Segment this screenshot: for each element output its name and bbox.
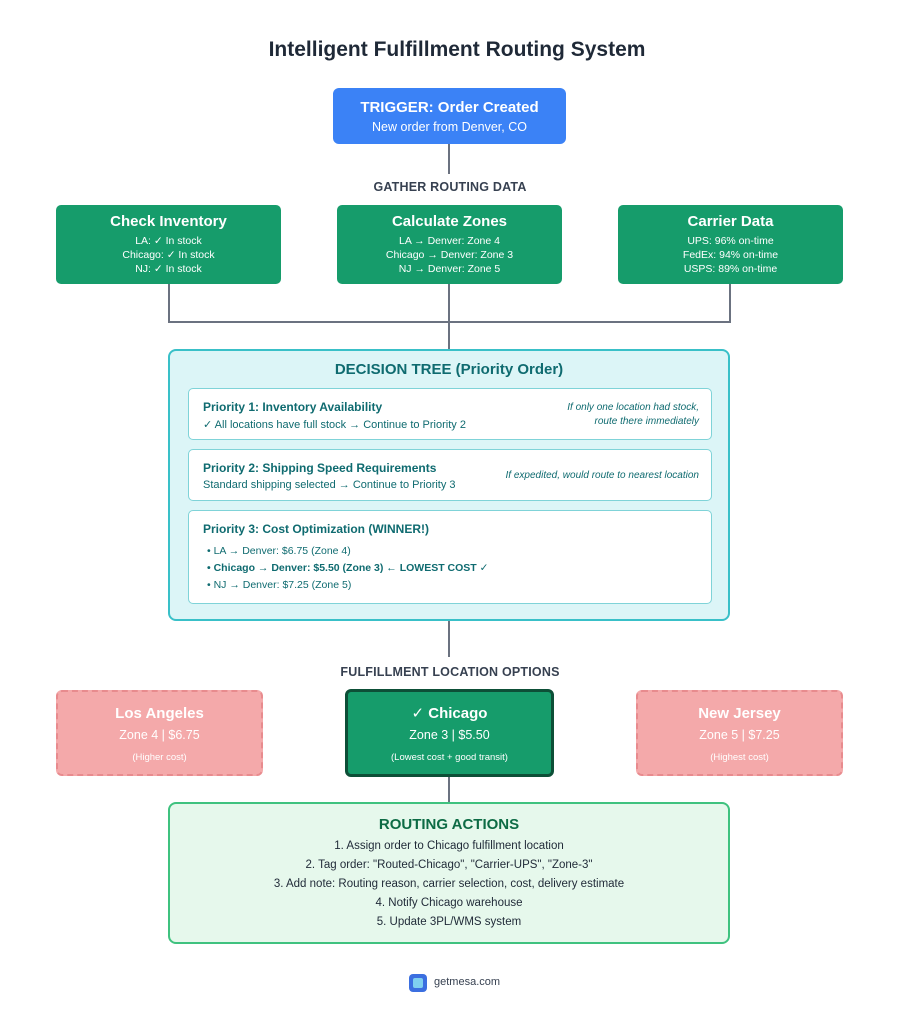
option-note: (Highest cost) [710,752,769,763]
options-label: FULFILLMENT LOCATION OPTIONS [340,665,560,679]
calculate-zones-heading: Calculate Zones [391,213,508,230]
priority-1-note-line: route there immediately [594,416,700,427]
trigger-box: TRIGGER: Order Created New order from De… [333,88,566,144]
option-chicago-selected: ✓ Chicago Zone 3 | $5.50 (Lowest cost + … [345,689,554,777]
brand-footer: getmesa.com [409,974,529,994]
mesa-logo-icon [409,974,427,992]
inventory-line: Chicago: ✓ In stock [122,249,215,261]
option-note: (Lowest cost + good transit) [391,752,508,763]
connector-line [729,284,731,322]
gather-label: GATHER ROUTING DATA [373,180,527,194]
brand-text: getmesa.com [434,976,501,988]
priority-1-heading: Priority 1: Inventory Availability [203,400,383,414]
priority-1-line: ✓ All locations have full stock → Contin… [203,419,466,431]
check-inventory-box: Check Inventory LA: ✓ In stock Chicago: … [56,205,281,284]
check-inventory-heading: Check Inventory [110,213,227,230]
priority-2-heading: Priority 2: Shipping Speed Requirements [203,461,437,475]
priority-2-line: Standard shipping selected → Continue to… [203,479,456,491]
diagram-title: Intelligent Fulfillment Routing System [268,38,646,61]
carrier-line: USPS: 89% on-time [683,263,778,275]
priority-2-note: If expedited, would route to nearest loc… [505,470,699,481]
option-name: New Jersey [698,705,781,722]
action-line: 4. Notify Chicago warehouse [375,897,523,909]
priority-2-box: Priority 2: Shipping Speed Requirements … [188,449,712,501]
priority-3-bullet: • NJ → Denver: $7.25 (Zone 5) [207,579,352,591]
zones-line: LA → Denver: Zone 4 [399,235,500,247]
connector-line [448,144,450,174]
connector-line [448,621,450,657]
priority-1-note: If only one location had stock, route th… [567,401,699,429]
connector-line [168,284,170,322]
connector-line [448,284,450,350]
decision-tree-heading: DECISION TREE (Priority Order) [334,361,564,378]
priority-1-box: Priority 1: Inventory Availability ✓ All… [188,388,712,440]
zones-line: NJ → Denver: Zone 5 [398,263,501,275]
carrier-line: UPS: 96% on-time [687,235,774,247]
priority-3-box: Priority 3: Cost Optimization (WINNER!) … [188,510,712,604]
priority-3-bullet: • LA → Denver: $6.75 (Zone 4) [207,545,351,557]
connector-line [448,777,450,803]
priority-3-bullet-winner: • Chicago → Denver: $5.50 (Zone 3) ← LOW… [207,562,489,574]
action-line: 5. Update 3PL/WMS system [376,916,522,928]
option-name: Los Angeles [115,705,204,722]
option-new-jersey: New Jersey Zone 5 | $7.25 (Highest cost) [636,690,843,776]
carrier-line: FedEx: 94% on-time [682,249,779,261]
priority-3-heading: Priority 3: Cost Optimization (WINNER!) [203,522,429,536]
option-detail: Zone 4 | $6.75 [119,728,200,742]
action-line: 1. Assign order to Chicago fulfillment l… [334,840,564,852]
carrier-data-box: Carrier Data UPS: 96% on-time FedEx: 94%… [618,205,843,284]
carrier-data-heading: Carrier Data [687,213,774,230]
priority-1-note-line: If only one location had stock, [567,402,699,413]
zones-line: Chicago → Denver: Zone 3 [385,249,514,261]
calculate-zones-box: Calculate Zones LA → Denver: Zone 4 Chic… [337,205,562,284]
inventory-line: LA: ✓ In stock [135,235,202,247]
routing-actions-heading: ROUTING ACTIONS [378,816,520,833]
option-note: (Higher cost) [132,752,187,763]
action-line: 3. Add note: Routing reason, carrier sel… [273,878,625,890]
option-detail: Zone 3 | $5.50 [409,728,490,742]
action-line: 2. Tag order: "Routed-Chicago", "Carrier… [305,859,593,871]
trigger-subtext: New order from Denver, CO [372,120,527,134]
option-detail: Zone 5 | $7.25 [699,728,780,742]
connector-line [168,321,731,323]
inventory-line: NJ: ✓ In stock [135,263,202,275]
routing-actions-panel: ROUTING ACTIONS 1. Assign order to Chica… [168,802,730,944]
option-los-angeles: Los Angeles Zone 4 | $6.75 (Higher cost) [56,690,263,776]
option-name: ✓ Chicago [411,705,488,722]
decision-tree-panel: DECISION TREE (Priority Order) Priority … [168,349,730,621]
trigger-heading: TRIGGER: Order Created [360,99,539,116]
